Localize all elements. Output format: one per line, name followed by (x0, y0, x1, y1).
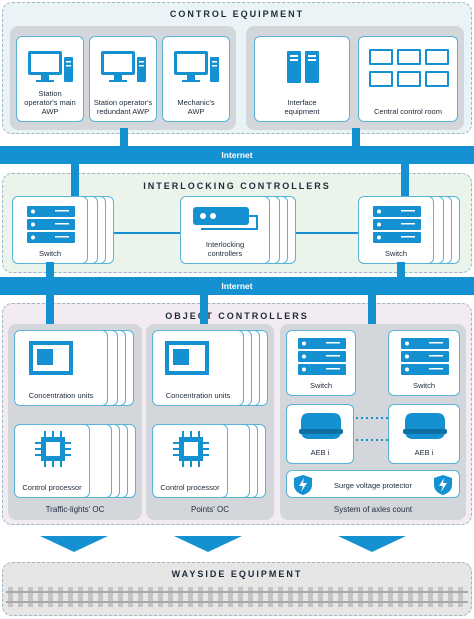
server-tower-icon (287, 51, 319, 83)
link-line (46, 262, 54, 280)
internet-bar-top: Internet (0, 146, 474, 164)
link-line (368, 294, 376, 326)
interlocking-controllers-label: Interlocking controllers (205, 240, 245, 258)
link-line (352, 128, 360, 148)
interlocking-switch-right[interactable]: Switch (358, 196, 434, 264)
central-control-room-label: Central control room (374, 107, 442, 116)
computer-icon (101, 51, 146, 82)
down-arrow-icon (174, 536, 242, 552)
lightning-shield-icon (294, 475, 312, 495)
aeb-right-label: AEB i (414, 448, 434, 457)
surge-protector-card[interactable]: Surge voltage protector (286, 470, 460, 498)
traffic-control-processor-card[interactable]: Control processor (14, 424, 90, 498)
video-wall-icon (369, 49, 449, 87)
axles-switch-left-card[interactable]: Switch (286, 330, 356, 396)
controller-unit-icon (193, 207, 258, 230)
aeb-right-card[interactable]: AEB i (388, 404, 460, 464)
railway-track-icon (6, 584, 468, 610)
interlocking-switch-left[interactable]: Switch (12, 196, 88, 264)
link-line (397, 262, 405, 280)
awp-main-card[interactable]: Station operator's main AWP (16, 36, 84, 122)
lightning-shield-icon (434, 475, 452, 495)
axles-switch-right-label: Switch (412, 381, 436, 390)
traffic-concentration-label: Concentration units (28, 391, 94, 400)
concentration-unit-icon (29, 341, 73, 375)
wayside-title: WAYSIDE EQUIPMENT (171, 569, 303, 579)
link-line (46, 294, 54, 326)
cpu-chip-icon (35, 431, 71, 467)
network-switch-icon (373, 206, 421, 243)
interlocking-switch-left-label: Switch (38, 249, 62, 258)
network-switch-icon (401, 338, 449, 375)
interlocking-controllers-card[interactable]: Interlocking controllers (180, 196, 270, 264)
interface-equipment-card[interactable]: Interface equipment (254, 36, 350, 122)
traffic-control-processor-label: Control processor (22, 483, 82, 492)
cpu-chip-icon (173, 431, 209, 467)
points-control-processor-card[interactable]: Control processor (152, 424, 228, 498)
points-oc-caption: Points' OC (191, 505, 229, 514)
awp-main-label: Station operator's main AWP (24, 89, 76, 116)
dotted-link (356, 417, 388, 441)
axle-counter-sensor-icon (299, 413, 343, 439)
concentration-unit-icon (165, 341, 209, 375)
awp-mechanic-card[interactable]: Mechanic's AWP (162, 36, 230, 122)
computer-icon (174, 51, 219, 82)
points-concentration-card[interactable]: Concentration units (152, 330, 244, 406)
axle-counter-sensor-icon (403, 413, 447, 439)
points-concentration-label: Concentration units (165, 391, 231, 400)
traffic-lights-oc-caption: Traffic-lights' OC (45, 505, 105, 514)
awp-redundant-label: Station operator's redundant AWP (93, 98, 153, 116)
axles-count-caption: System of axles count (333, 505, 413, 514)
surge-protector-label: Surge voltage protector (334, 481, 412, 490)
awp-redundant-card[interactable]: Station operator's redundant AWP (89, 36, 157, 122)
interlocking-title: INTERLOCKING CONTROLLERS (143, 181, 331, 191)
control-equipment-title: CONTROL EQUIPMENT (169, 9, 305, 19)
down-arrow-icon (338, 536, 406, 552)
network-switch-icon (27, 206, 75, 243)
central-control-room-card[interactable]: Central control room (358, 36, 458, 122)
aeb-left-card[interactable]: AEB i (286, 404, 354, 464)
axles-switch-left-label: Switch (309, 381, 333, 390)
link-line (120, 128, 128, 148)
link-line (200, 294, 208, 326)
down-arrow-icon (40, 536, 108, 552)
interlocking-switch-right-label: Switch (384, 249, 408, 258)
axles-switch-right-card[interactable]: Switch (388, 330, 460, 396)
link-line (71, 164, 79, 196)
object-controllers-title: OBJECT CONTROLLERS (165, 311, 309, 321)
link-line (401, 164, 409, 196)
points-control-processor-label: Control processor (160, 483, 220, 492)
awp-mechanic-label: Mechanic's AWP (177, 98, 215, 116)
network-switch-icon (298, 338, 346, 375)
interface-equipment-label: Interface equipment (284, 98, 320, 116)
internet-bar-middle: Internet (0, 277, 474, 295)
aeb-left-label: AEB i (310, 448, 330, 457)
traffic-concentration-card[interactable]: Concentration units (14, 330, 108, 406)
computer-icon (28, 51, 73, 82)
